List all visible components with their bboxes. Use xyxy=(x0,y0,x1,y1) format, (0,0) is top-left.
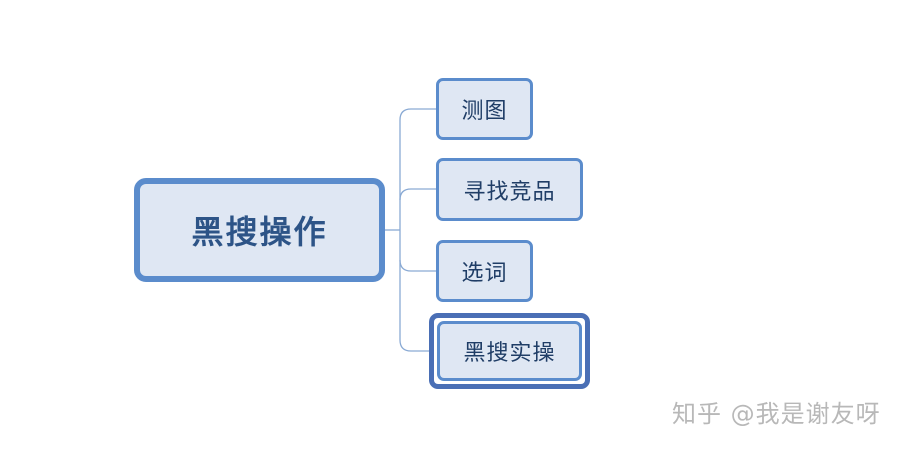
watermark-text: 知乎 @我是谢友呀 xyxy=(672,400,881,428)
child-node-4[interactable]: 黑搜实操 xyxy=(437,321,582,381)
connector-trunk xyxy=(399,108,412,352)
connector-child-3 xyxy=(399,259,436,272)
child-node-3[interactable]: 选词 xyxy=(436,240,533,302)
root-node[interactable]: 黑搜操作 xyxy=(134,178,385,282)
child-node-2[interactable]: 寻找竞品 xyxy=(436,158,583,221)
connector-child-2 xyxy=(399,188,436,201)
child-node-1[interactable]: 测图 xyxy=(436,78,533,140)
